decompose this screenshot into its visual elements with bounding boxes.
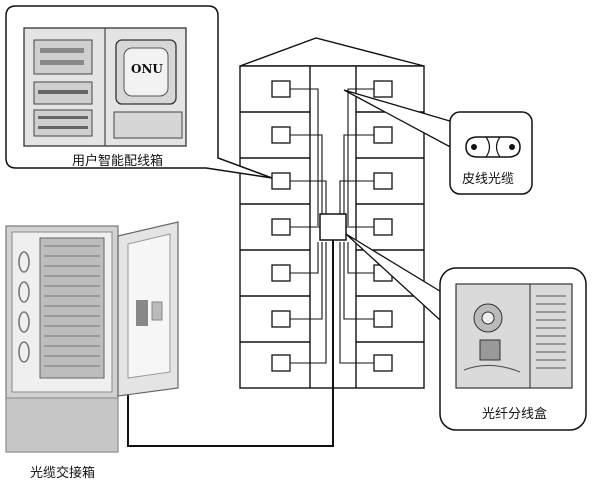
apartment-box [271,264,291,282]
callout-leather-cable [343,89,533,195]
apartment-box [373,126,393,144]
callout-home-box [5,5,273,179]
apartment-box [373,354,393,372]
feeder-cable [127,240,334,447]
label-onu: ONU [131,62,163,76]
apartment-box [373,218,393,236]
apartment-box [271,126,291,144]
apartment-box [373,310,393,328]
apartment-box [271,218,291,236]
cable-section-icon [465,136,521,158]
apartment-box [373,80,393,98]
apartment-box [271,172,291,190]
label-cabinet: 光缆交接箱 [30,466,96,481]
apartment-box [271,310,291,328]
drop-cables [290,88,374,364]
callout-fiber-box [345,233,587,431]
building-roof [239,37,425,67]
apartment-box [271,354,291,372]
label-home-box: 用户智能配线箱 [72,154,164,169]
building-fiber-box [319,213,347,241]
cabinet-photo [5,221,179,453]
label-fiber-box: 光纤分线盒 [482,407,548,422]
apartment-boxes [271,80,393,372]
label-leather-cable: 皮线光缆 [462,172,515,187]
apartment-box [373,172,393,190]
apartment-box [271,80,291,98]
